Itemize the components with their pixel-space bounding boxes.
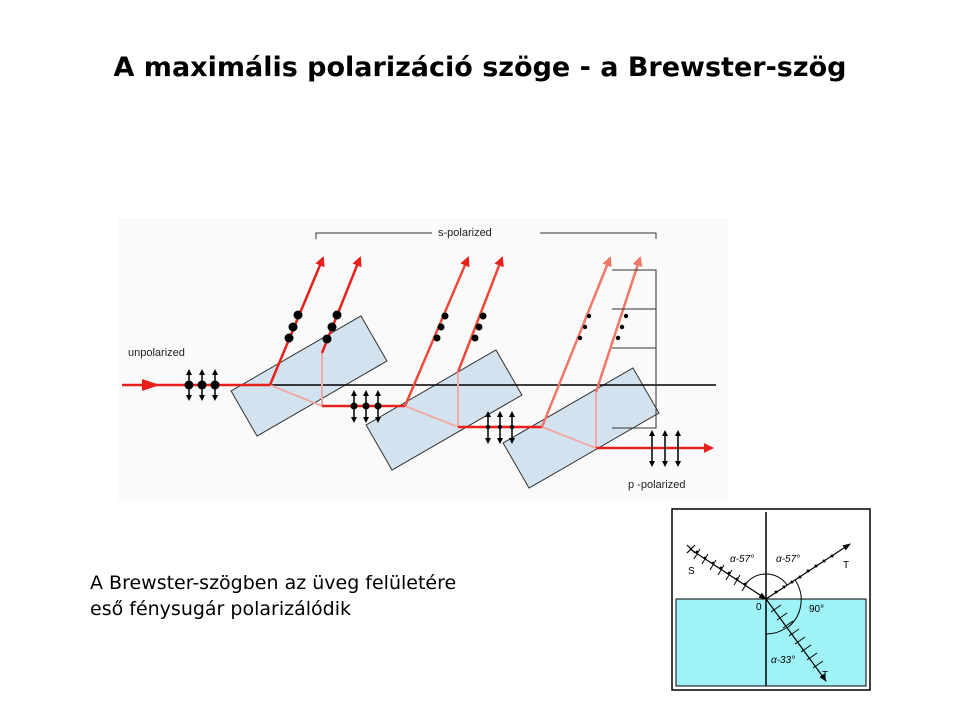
p-polarized-bracket (612, 269, 657, 429)
s-polarized-label: s-polarized (438, 227, 492, 239)
page-title: A maximális polarizáció szöge - a Brewst… (113, 52, 847, 83)
inset-origin-label: 0 (756, 602, 762, 613)
incident-ray-ticks (693, 548, 749, 592)
reflected-ray-dots (774, 554, 834, 594)
inset-reflected-angle-label: α-57° (776, 554, 800, 565)
water-region (675, 598, 867, 687)
refracted-ray (765, 598, 827, 682)
caption-line-1: A Brewster-szögben az üveg felületére (90, 572, 457, 594)
internal-beams (269, 353, 597, 449)
refracted-ray-ticks (770, 604, 824, 669)
unpolarized-label: unpolarized (128, 347, 185, 359)
inset-incident-angle-label: α-57° (730, 554, 754, 565)
caption: A Brewster-szögben az üveg felületére es… (90, 570, 456, 622)
incident-ray (689, 548, 767, 600)
s-polarized-bracket (315, 232, 657, 239)
caption-line-2: eső fénysugár polarizálódik (90, 598, 351, 620)
inset-t-refracted-label: T (822, 670, 828, 681)
diagram-background (118, 218, 728, 500)
polarization-arrows-p (649, 430, 681, 467)
inset-s-label: S (688, 566, 695, 577)
inset-right-angle-label: 90° (809, 604, 824, 615)
glass-plate (502, 367, 660, 489)
incident-arrowhead (142, 379, 160, 391)
s-polarization-dots (284, 310, 629, 344)
p-polarized-label: p -polarized (628, 479, 685, 491)
angle-arcs (744, 573, 802, 635)
inset-refracted-angle-label: α-33° (771, 655, 795, 666)
inset-t-reflected-label: T (843, 560, 849, 571)
glass-plate (365, 349, 523, 471)
